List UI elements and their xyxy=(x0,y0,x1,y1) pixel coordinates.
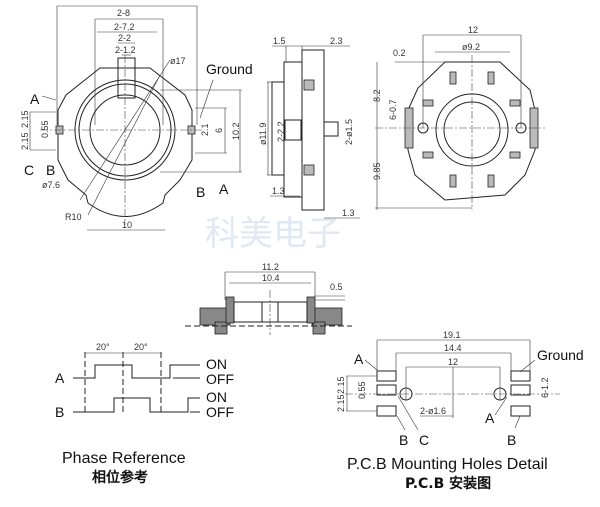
dim-2-2: 2-2 xyxy=(118,33,131,43)
pcb-detail: 19.1 14.4 12 2-ø1.6 2.15 2.15 0.55 6-1.2… xyxy=(336,330,584,492)
pcb-label-c: C xyxy=(419,432,429,448)
watermark: 科美电子 xyxy=(205,214,341,254)
dim-2.15-bottom: 2.15 xyxy=(336,394,346,412)
dim-10.4: 10.4 xyxy=(262,273,280,283)
side-base xyxy=(301,49,325,211)
dim-6-0.7: 6-0.7 xyxy=(388,99,398,120)
front-housing-outline xyxy=(57,67,193,217)
phase-b-off: OFF xyxy=(206,404,234,420)
waveform-b xyxy=(73,397,200,413)
rear-view: 12 ø9.2 0.2 8.2 6-0.7 9.85 xyxy=(372,25,545,210)
phase-diagram: 20° 20° A B ON OFF ON OFF Phase Referenc… xyxy=(55,342,234,486)
phase-title-cn: 相位参考 xyxy=(92,469,148,486)
side-pin xyxy=(323,121,339,137)
pcb-label-b-right: B xyxy=(507,432,516,448)
front-view: 2-8 2-7.2 2-2 2-1.2 ø17 ø7.6 R10 10 2.15… xyxy=(20,5,253,231)
dim-2-7.2: 2-7.2 xyxy=(114,22,135,32)
dim-6-1.2: 6-1.2 xyxy=(540,377,550,398)
pcb-label-ground: Ground xyxy=(537,347,584,363)
dim-9.85: 9.85 xyxy=(372,162,382,180)
dim-2.1: 2.1 xyxy=(200,123,210,136)
phase-channel-a: A xyxy=(55,370,65,386)
label-c-left: C xyxy=(24,162,34,178)
dim-0.55: 0.55 xyxy=(357,381,367,399)
top-tab xyxy=(117,57,136,99)
phase-title-en: Phase Reference xyxy=(62,450,186,467)
dim-8.2: 8.2 xyxy=(372,89,382,102)
dim-6: 6 xyxy=(214,128,224,133)
dim-phi7.6: ø7.6 xyxy=(42,180,60,190)
phase-b-on: ON xyxy=(206,389,227,405)
side-view: 1.5 2.3 ø11.9 2-2.2 2-ø1.5 1.3 1.3 xyxy=(258,36,360,219)
dim-phi17: ø17 xyxy=(170,56,186,66)
pcb-title-en: P.C.B Mounting Holes Detail xyxy=(347,456,548,473)
dim-14.4: 14.4 xyxy=(444,343,462,353)
dim-2.15-bottom: 2.15 xyxy=(20,132,30,150)
dim-1.3-b: 1.3 xyxy=(342,208,355,218)
dim-0.2: 0.2 xyxy=(393,48,406,58)
dim-1.3-a: 1.3 xyxy=(272,186,285,196)
phase-channel-b: B xyxy=(55,404,64,420)
label-ground: Ground xyxy=(206,61,253,77)
phase-angle-2: 20° xyxy=(134,342,148,352)
dim-2.15-top: 2.15 xyxy=(20,110,30,128)
dim-phi11.9: ø11.9 xyxy=(258,123,268,145)
dim-12: 12 xyxy=(448,357,458,367)
section-view: 11.2 10.4 0.5 xyxy=(185,262,352,335)
dim-2-1.2: 2-1.2 xyxy=(115,45,136,55)
dim-1.5: 1.5 xyxy=(273,36,286,46)
dim-0.55: 0.55 xyxy=(40,120,50,138)
dim-phi9.2: ø9.2 xyxy=(462,42,480,52)
dim-12: 12 xyxy=(468,25,478,35)
label-b-right: B xyxy=(196,184,205,200)
dim-10.2: 10.2 xyxy=(231,122,241,140)
dim-2-2.2: 2-2.2 xyxy=(276,121,286,142)
phase-a-off: OFF xyxy=(206,371,234,387)
dim-2-phi1.6: 2-ø1.6 xyxy=(420,406,446,416)
phase-a-on: ON xyxy=(206,356,227,372)
label-a-left: A xyxy=(30,91,40,107)
waveform-a xyxy=(73,364,200,379)
label-a-right: A xyxy=(219,181,229,197)
dim-10: 10 xyxy=(122,220,132,230)
dim-11.2: 11.2 xyxy=(262,262,279,272)
dim-0.5: 0.5 xyxy=(330,282,343,292)
dim-2-8: 2-8 xyxy=(117,8,130,18)
pcb-label-b-left: B xyxy=(399,432,408,448)
dim-19.1: 19.1 xyxy=(443,330,461,340)
phase-angle-1: 20° xyxy=(96,342,110,352)
dim-r10: R10 xyxy=(65,212,82,222)
pcb-label-a-left: A xyxy=(354,351,364,367)
pcb-label-a-right: A xyxy=(485,410,495,426)
dim-2.15-top: 2.15 xyxy=(336,376,346,394)
side-housing xyxy=(283,61,303,198)
dim-2.3: 2.3 xyxy=(330,36,343,46)
pcb-title-cn: P.C.B 安装图 xyxy=(405,475,491,492)
dim-2-phi1.5: 2-ø1.5 xyxy=(344,119,354,145)
label-b-left: B xyxy=(46,162,55,178)
